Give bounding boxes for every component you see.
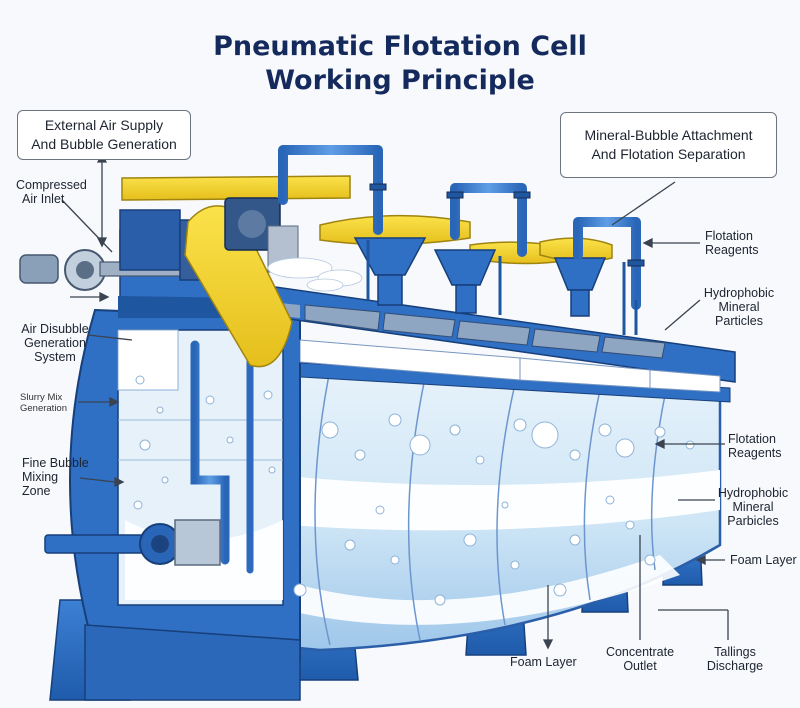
rising-bubbles bbox=[133, 375, 695, 606]
label-flotation-reagents-top: Flotation Reagents bbox=[705, 229, 759, 257]
label-tailings-line-2: Discharge bbox=[706, 659, 764, 673]
tank-end-cap bbox=[44, 308, 301, 701]
tank-body bbox=[213, 357, 731, 652]
title-line-1: Pneumatic Flotation Cell bbox=[213, 31, 587, 62]
label-hydrophobic-mid-line-1: Hydrophobic bbox=[717, 486, 789, 500]
callout-air-supply-line-1: External Air Supply bbox=[44, 117, 164, 133]
leader-lines bbox=[61, 152, 729, 650]
callout-mineral-attachment-line-2: And Flotation Separation bbox=[591, 146, 746, 162]
label-concentrate-line-2: Outlet bbox=[623, 659, 657, 673]
label-air-disubble-line-3: System bbox=[34, 350, 76, 364]
label-fine-bubble-line-3: Zone bbox=[22, 484, 51, 498]
label-air-disubble-line-1: Air Disubble bbox=[21, 322, 89, 336]
label-hydrophobic-top-line-1: Hydrophobic bbox=[703, 286, 775, 300]
label-slurry-mix-line-2: Generation bbox=[20, 403, 68, 414]
label-hydrophobic-top-line-3: Particles bbox=[715, 314, 763, 328]
surface-foam bbox=[267, 257, 363, 292]
label-compressed-air-line-2: Air Inlet bbox=[22, 192, 65, 206]
callout-mineral-attachment-line-1: Mineral-Bubble Attachment bbox=[584, 127, 753, 143]
label-concentrate-outlet: Concentrate Outlet bbox=[600, 645, 680, 673]
diagram-title: Pneumatic Flotation Cell Working Princip… bbox=[0, 30, 800, 98]
label-flotation-reagents-top-line-2: Reagents bbox=[705, 243, 759, 257]
label-compressed-air-inlet: Compressed Air Inlet bbox=[16, 178, 87, 206]
label-flotation-reagents-mid-line-1: Flotation bbox=[728, 432, 776, 446]
label-slurry-mix: Slurry Mix Generation bbox=[20, 392, 67, 414]
label-concentrate-line-1: Concentrate bbox=[605, 645, 675, 659]
label-fine-bubble-line-2: Mixing bbox=[22, 470, 59, 484]
label-hydrophobic-mid-line-2: Mineral bbox=[732, 500, 774, 514]
label-tailings-line-1: Tallings bbox=[714, 645, 756, 659]
pipe-flanges bbox=[369, 183, 645, 267]
label-foam-layer-right-line-1: Foam Layer bbox=[730, 553, 797, 567]
title-line-2: Working Principle bbox=[265, 65, 535, 96]
label-compressed-air-line-1: Compressed bbox=[16, 178, 87, 192]
label-slurry-mix-line-1: Slurry Mix bbox=[20, 392, 63, 403]
label-fine-bubble-zone: Fine Bubble Mixing Zone bbox=[22, 456, 89, 498]
yellow-covers bbox=[121, 175, 613, 368]
label-air-disubble-line-2: Generation bbox=[24, 336, 86, 350]
label-hydrophobic-mid-line-3: Parbicles bbox=[727, 514, 779, 528]
label-air-disubble-system: Air Disubble Generation System bbox=[10, 322, 100, 364]
label-hydrophobic-top-line-2: Mineral bbox=[718, 300, 760, 314]
callout-mineral-attachment: Mineral-Bubble Attachment And Flotation … bbox=[560, 112, 777, 178]
label-flotation-reagents-top-line-1: Flotation bbox=[705, 229, 753, 243]
label-hydrophobic-particles-top: Hydrophobic Mineral Particles bbox=[694, 286, 784, 328]
callout-air-supply: External Air Supply And Bubble Generatio… bbox=[17, 110, 191, 160]
label-fine-bubble-line-1: Fine Bubble bbox=[22, 456, 89, 470]
label-hydrophobic-particles-mid: Hydrophobic Mineral Parbicles bbox=[712, 486, 794, 528]
label-foam-layer-bottom: Foam Layer bbox=[510, 655, 577, 669]
label-foam-layer-bottom-line-1: Foam Layer bbox=[510, 655, 577, 669]
label-flotation-reagents-mid-line-2: Reagents bbox=[728, 446, 782, 460]
support-rods bbox=[366, 240, 638, 335]
label-flotation-reagents-mid: Flotation Reagents bbox=[728, 432, 782, 460]
callout-air-supply-line-2: And Bubble Generation bbox=[31, 136, 177, 152]
label-foam-layer-right: Foam Layer bbox=[730, 553, 797, 567]
label-tailings-discharge: Tallings Discharge bbox=[695, 645, 775, 673]
